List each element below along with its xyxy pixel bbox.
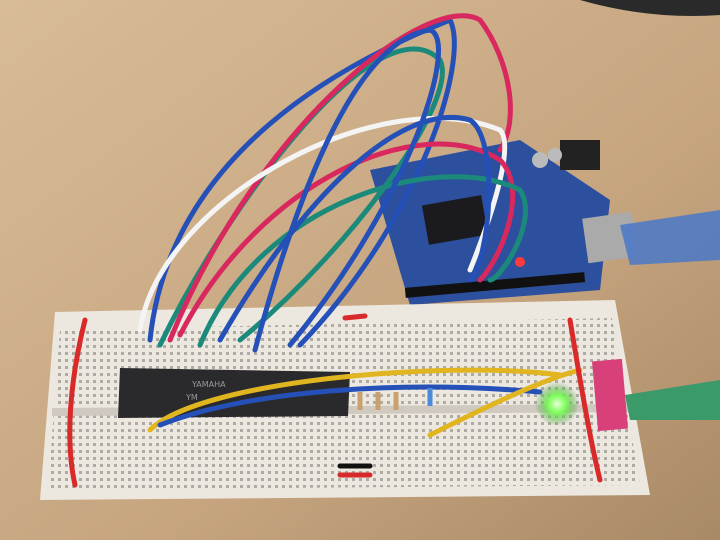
resistors	[357, 388, 433, 410]
usb-cable	[620, 210, 720, 265]
jumper-wires	[67, 13, 603, 488]
cable-top-right	[580, 0, 720, 16]
pink-breakout-module	[592, 358, 628, 432]
chip-label-line2: YM	[185, 393, 198, 402]
green-cable	[625, 380, 720, 420]
chip-label-line1: YAMAHA	[191, 380, 226, 389]
green-led	[535, 382, 579, 426]
